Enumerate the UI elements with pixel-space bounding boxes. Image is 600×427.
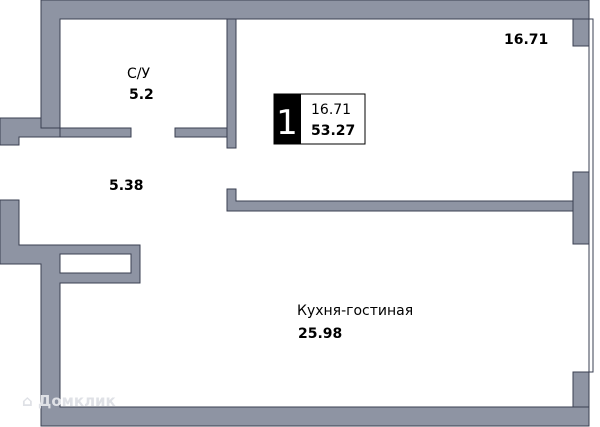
watermark-logo: ⌂ Домклик bbox=[22, 392, 116, 410]
room-area: 25.98 bbox=[298, 326, 342, 342]
right-pillar-top bbox=[572, 18, 590, 47]
room-name: С/У bbox=[127, 66, 150, 82]
room-hallway: 5.38 bbox=[109, 178, 144, 194]
bedroom-wall-bottom bbox=[226, 188, 574, 212]
niche bbox=[59, 253, 132, 274]
room-kitchen-living: Кухня-гостиная 25.98 bbox=[297, 303, 413, 342]
room-area: 5.38 bbox=[109, 178, 144, 194]
partition-wall-vertical bbox=[226, 18, 237, 149]
living-area: 16.71 bbox=[311, 102, 351, 118]
room-bedroom: 16.71 bbox=[504, 32, 548, 48]
room-area: 16.71 bbox=[504, 32, 548, 48]
room-area: 5.2 bbox=[129, 87, 154, 103]
room-name: Кухня-гостиная bbox=[297, 303, 413, 319]
rooms-count: 1 bbox=[276, 103, 298, 143]
room-bathroom: С/У 5.2 bbox=[127, 66, 154, 103]
apartment-badge: 1 16.71 53.27 bbox=[273, 93, 366, 145]
total-area: 53.27 bbox=[311, 123, 355, 139]
window-line bbox=[588, 18, 594, 373]
bathroom-wall-bottom-right bbox=[174, 127, 228, 138]
outer-wall-left-lower bbox=[0, 199, 590, 427]
bathroom-wall-bottom-left bbox=[59, 127, 132, 138]
right-pillar-middle bbox=[572, 171, 590, 245]
